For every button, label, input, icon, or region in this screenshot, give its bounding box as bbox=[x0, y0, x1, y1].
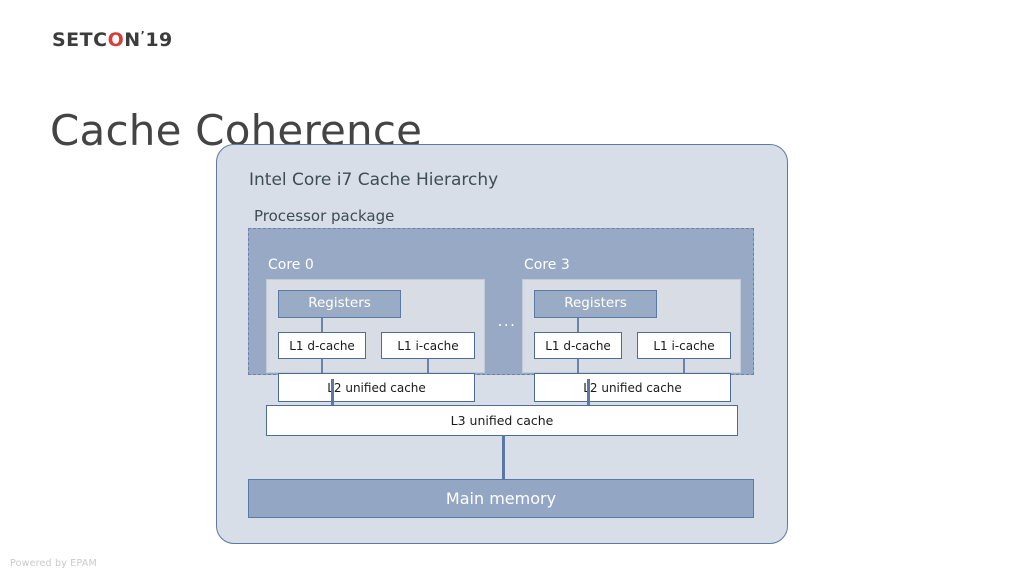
logo-o-accent: O bbox=[107, 29, 125, 51]
l3-unified-cache-box: L3 unified cache bbox=[266, 405, 738, 436]
footer-powered-by: Powered by EPAM bbox=[10, 558, 97, 569]
logo-year: 19 bbox=[145, 29, 173, 51]
main-memory-box: Main memory bbox=[248, 479, 754, 518]
connector-l2-l3-core0 bbox=[331, 379, 334, 405]
core-block-0: Core 0 Registers L1 d-cache L1 i-cache L… bbox=[266, 257, 499, 402]
l1-i-cache-box-core3: L1 i-cache bbox=[637, 332, 731, 359]
logo-apostrophe: ’ bbox=[140, 29, 146, 42]
connector-l1d-l2-core0 bbox=[321, 359, 323, 373]
l1-d-cache-box-core0: L1 d-cache bbox=[278, 332, 366, 359]
connector-registers-l1d-core3 bbox=[577, 318, 579, 332]
diagram-title: Intel Core i7 Cache Hierarchy bbox=[249, 170, 499, 190]
setcon-logo: SETCON’19 bbox=[52, 29, 173, 51]
l1-i-cache-box-core0: L1 i-cache bbox=[381, 332, 475, 359]
processor-package: Core 0 Registers L1 d-cache L1 i-cache L… bbox=[248, 228, 755, 436]
connector-l1i-l2-core0 bbox=[427, 359, 429, 373]
connector-l1i-l2-core3 bbox=[683, 359, 685, 373]
l1-d-cache-box-core3: L1 d-cache bbox=[534, 332, 622, 359]
logo-text-part2: N bbox=[124, 29, 141, 51]
registers-box-core0: Registers bbox=[278, 290, 401, 318]
core-label-3: Core 3 bbox=[524, 257, 570, 273]
l2-unified-cache-box-core3: L2 unified cache bbox=[534, 373, 731, 402]
connector-registers-l1d-core0 bbox=[321, 318, 323, 332]
core-block-3: Core 3 Registers L1 d-cache L1 i-cache L… bbox=[522, 257, 755, 402]
cache-hierarchy-diagram: Intel Core i7 Cache Hierarchy Processor … bbox=[216, 144, 788, 544]
registers-box-core3: Registers bbox=[534, 290, 657, 318]
connector-l2-l3-core3 bbox=[587, 379, 590, 405]
core-label-0: Core 0 bbox=[268, 257, 314, 273]
core-inner-panel-0: Registers L1 d-cache L1 i-cache L2 unifi… bbox=[266, 279, 485, 402]
core-inner-panel-3: Registers L1 d-cache L1 i-cache L2 unifi… bbox=[522, 279, 741, 402]
l2-unified-cache-box-core0: L2 unified cache bbox=[278, 373, 475, 402]
cores-ellipsis: ... bbox=[497, 312, 517, 330]
processor-package-label: Processor package bbox=[254, 207, 395, 225]
connector-l3-main-memory bbox=[502, 435, 505, 480]
connector-l1d-l2-core3 bbox=[577, 359, 579, 373]
logo-text-part1: SETC bbox=[52, 29, 108, 51]
